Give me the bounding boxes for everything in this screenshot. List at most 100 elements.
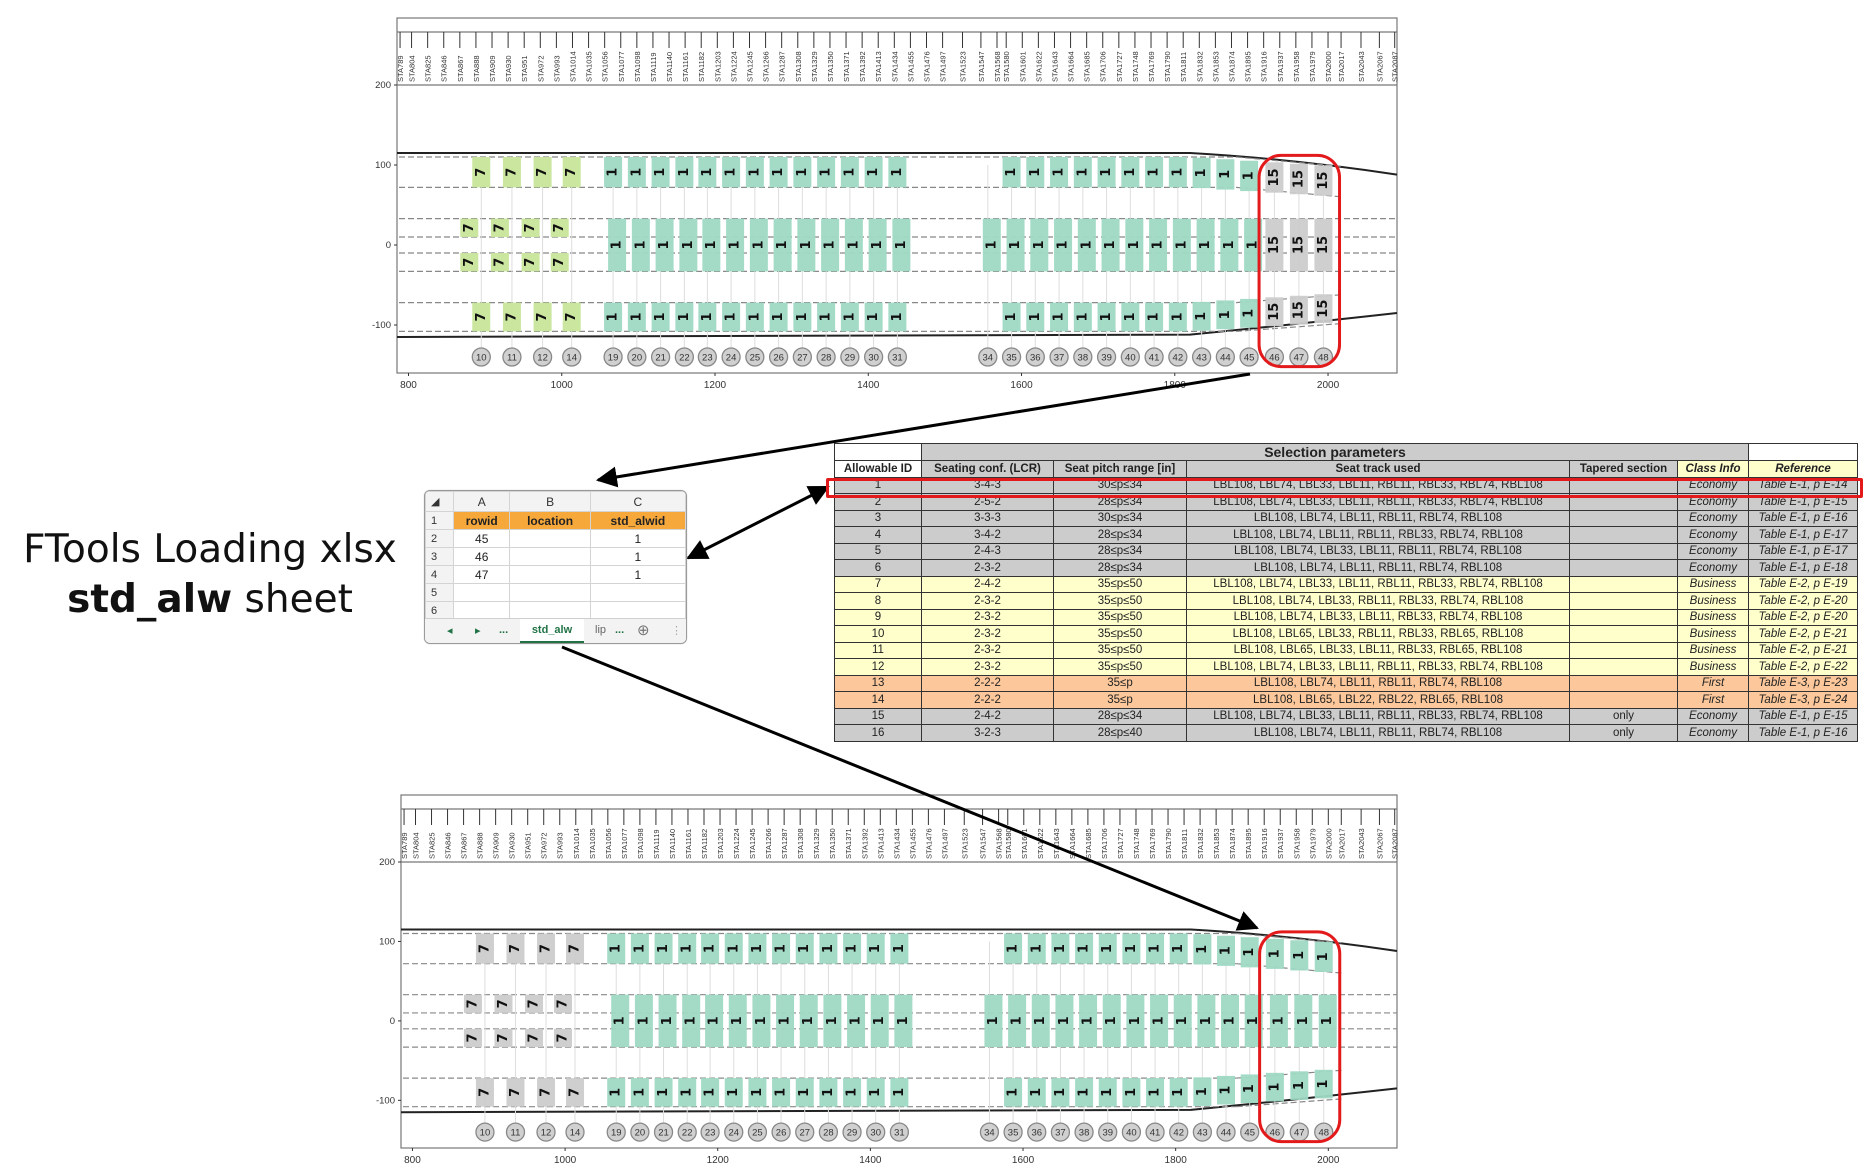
station-label: STA2087 [1391,51,1400,82]
cell-seating-conf: 2-4-2 [921,707,1054,725]
station-label: STA1077 [620,828,629,859]
cell[interactable]: 1 [589,529,686,548]
more-tabs-right[interactable]: ... [615,624,625,636]
cell[interactable]: 1 [589,547,686,566]
seat-allowable-label: 1 [1175,1016,1190,1025]
seat-allowable-label: 1 [632,1088,647,1097]
seat-block [1269,994,1288,1048]
station-label: STA1119 [649,52,658,82]
seat-allowable-label: 1 [1292,1081,1307,1090]
seat-block [745,157,764,188]
select-all-corner[interactable]: ◢ [425,491,454,512]
cell[interactable] [589,583,686,602]
column-header-b[interactable]: B [509,491,591,512]
add-sheet-icon[interactable]: ⊕ [637,622,650,639]
row-id-label: 27 [797,353,808,364]
sheet-tab-std-alw[interactable]: std_alw [520,619,584,643]
row-id-label: 19 [608,353,619,364]
scroll-tabs-left-icon[interactable]: ◂ [447,625,453,637]
row-number[interactable]: 1 [425,511,454,530]
station-label: STA846 [444,832,453,859]
seat-allowable-label: 1 [1033,1016,1048,1025]
station-label: STA2000 [1324,828,1333,859]
row-number[interactable]: 4 [425,565,454,584]
cell-rowid-header[interactable]: rowid [452,511,511,530]
cell[interactable] [509,529,591,548]
row-id-circle [721,347,741,367]
seat-block [533,302,552,332]
col-class-info: Class Info [1677,460,1749,478]
row-id-circle [792,347,813,367]
row-id-label: 44 [1220,353,1231,364]
station-label: STA1811 [1179,52,1188,82]
scroll-tabs-right-icon[interactable]: ▸ [475,625,481,637]
cell[interactable]: 45 [452,529,511,548]
seat-allowable-label: 1 [842,312,857,321]
row-number[interactable]: 6 [425,601,454,620]
seat-block [1217,1075,1236,1105]
seat-allowable-label: 1 [1104,1016,1119,1025]
seat-allowable-label: 1 [1127,240,1142,249]
station-label: STA1874 [1227,51,1236,82]
cell[interactable] [509,583,591,602]
seat-block [1146,933,1165,964]
cell[interactable]: 47 [452,565,511,584]
cell-class-info: Business [1677,658,1749,676]
tab-menu-icon[interactable]: ⋮ [671,625,682,637]
seat-block [566,933,585,964]
more-tabs-left[interactable]: ... [499,624,509,636]
cell-seating-conf: 2-4-2 [921,575,1054,593]
cell-class-info: Economy [1677,526,1749,544]
cell[interactable] [589,601,686,620]
cell-pitch-range: 35≤p≤50 [1053,641,1187,659]
seat-block [1075,933,1094,964]
cell-tapered: only [1569,707,1678,725]
seat-block [722,157,741,188]
row-number[interactable]: 3 [425,547,454,566]
seat-allowable-label: 1 [1123,168,1138,177]
seat-block [1004,933,1023,964]
station-label: STA1371 [844,828,853,859]
seat-allowable-label: 1 [849,1016,864,1025]
station-label: STA789 [396,55,405,82]
row-id-circle [979,1122,1000,1142]
seat-allowable-label: 1 [1124,1088,1139,1097]
seat-allowable-label: 1 [1170,312,1185,321]
seat-allowable-label: 1 [1077,1088,1092,1097]
sheet-tab-next[interactable]: lip [595,624,607,636]
column-header-c[interactable]: C [589,491,686,512]
seat-allowable-label: 1 [1008,240,1023,249]
seat-block [490,218,509,237]
row-number[interactable]: 5 [425,583,454,602]
cell[interactable] [509,601,591,620]
cell[interactable] [509,547,591,566]
column-header-a[interactable]: A [452,491,511,512]
seat-allowable-label: 7 [462,223,477,232]
station-label: STA2067 [1375,828,1384,859]
seat-allowable-label: 1 [795,312,810,321]
cell[interactable]: 1 [589,565,686,584]
seat-block [821,218,840,272]
row-id-label: 34 [984,1128,995,1139]
seat-block [631,218,650,272]
row-id-label: 40 [1125,353,1136,364]
cell[interactable]: 46 [452,547,511,566]
row-id-label: 45 [1244,1128,1255,1139]
cell[interactable] [509,565,591,584]
seat-block [1122,933,1141,964]
seat-allowable-label: 1 [704,240,719,249]
station-label: STA1664 [1068,828,1077,859]
seat-allowable-label: 1 [1004,168,1019,177]
seat-block [894,994,913,1048]
row-number[interactable]: 2 [425,529,454,548]
station-label: STA2043 [1357,828,1366,859]
cell[interactable] [452,583,511,602]
cell-std-alwid-header[interactable]: std_alwid [589,511,686,530]
row-id-circle [1003,1122,1023,1142]
x-tick-label: 1800 [1165,1155,1188,1166]
cell-location-header[interactable]: location [509,511,591,530]
seat-block [1098,1078,1117,1107]
cell[interactable] [452,601,511,620]
seat-allowable-label: 1 [609,944,624,953]
